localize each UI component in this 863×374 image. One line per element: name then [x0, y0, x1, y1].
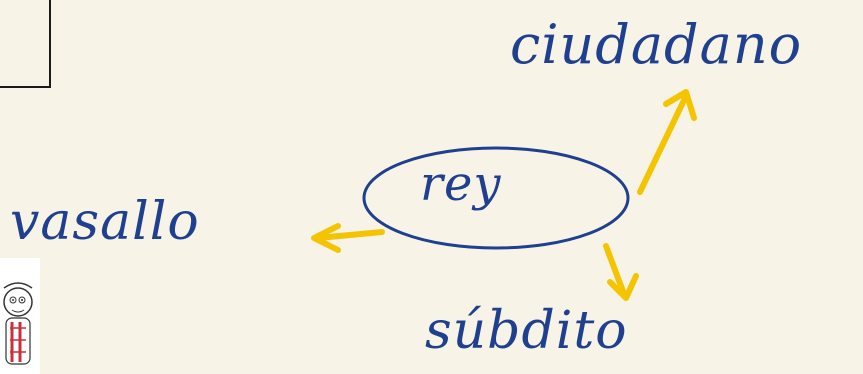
cartoon-character-icon — [0, 258, 40, 374]
word-ciudadano: ciudadano — [510, 18, 802, 72]
word-vasallo: vasallo — [10, 196, 200, 248]
arrowhead-ciudadano — [666, 92, 694, 118]
arrow-to-vasallo — [318, 232, 382, 238]
arrowhead-vasallo — [314, 226, 338, 250]
corner-box — [0, 0, 51, 88]
arrowhead-subdito — [610, 276, 636, 298]
word-subdito: súbdito — [425, 305, 628, 357]
word-rey: rey — [420, 160, 501, 208]
arrow-to-subdito — [606, 246, 624, 294]
arrow-to-ciudadano — [640, 96, 686, 192]
cartoon-character-drawing — [0, 258, 40, 374]
